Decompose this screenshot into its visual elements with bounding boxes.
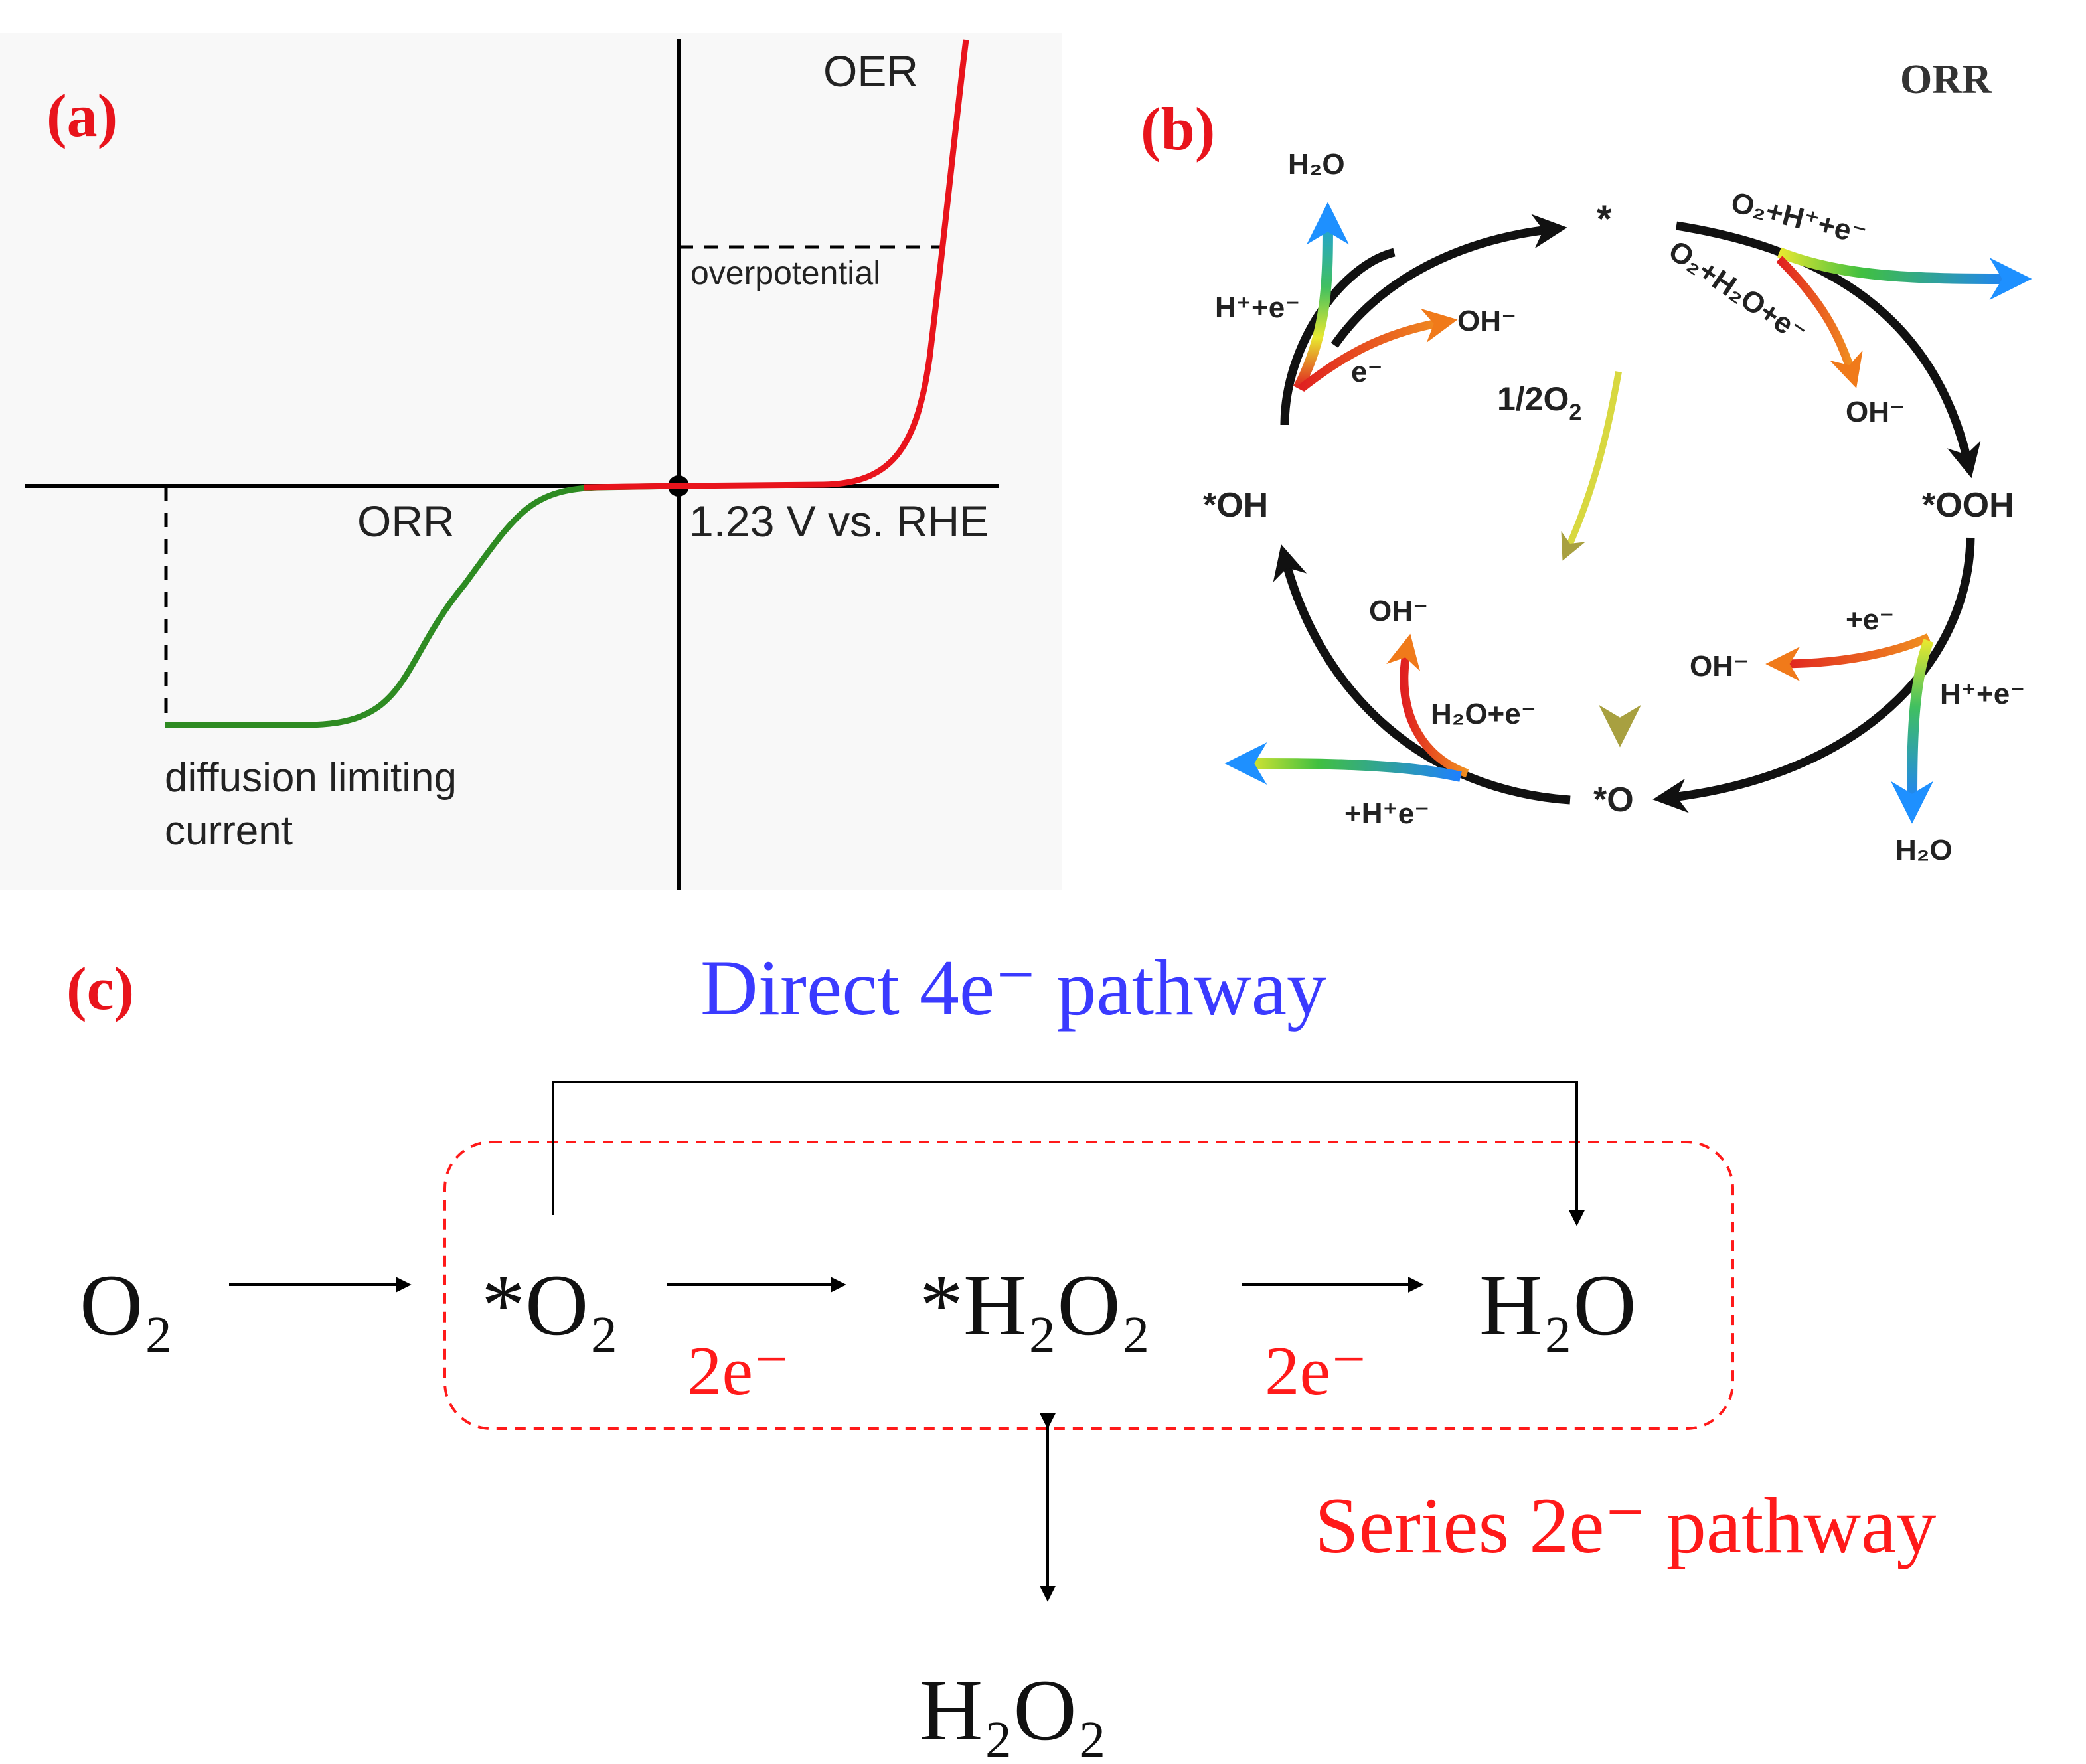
species-adsorbed-h2o2: *H₂O₂ [920, 1256, 1151, 1354]
right-branch-oh [1765, 633, 1931, 681]
right-h2o: H₂O [1895, 834, 1953, 866]
top-left-h-e: H⁺+e⁻ [1215, 291, 1300, 324]
half-o2-branch-arrow [1561, 371, 1622, 561]
direct-pathway-label: Direct 4e⁻ pathway [700, 943, 1326, 1032]
bottom-left-branch-plus [1224, 742, 1462, 785]
panel-a-tag: (a) [46, 82, 118, 149]
right-plus-e: +e⁻ [1846, 603, 1894, 636]
right-branch-h2o [1891, 639, 1934, 824]
top-left-e: e⁻ [1351, 356, 1383, 388]
panel-c: (c) Direct 4e⁻ pathway Series 2e⁻ pathwa… [66, 943, 1936, 1759]
top-left-oh: OH⁻ [1457, 305, 1516, 337]
panel-b-tag: (b) [1141, 95, 1215, 163]
bottom-left-plus-h-e: +H⁺e⁻ [1344, 797, 1429, 830]
series-pathway-label: Series 2e⁻ pathway [1315, 1481, 1936, 1569]
panel-c-tag: (c) [66, 955, 134, 1022]
half-o2-subscript: 2 [1569, 400, 1581, 425]
top-right-branch-2 [1776, 256, 1863, 388]
diffusion-label-line2: current [165, 808, 293, 854]
top-left-branch-h2o [1293, 202, 1349, 391]
series-pathway-box [443, 1141, 1734, 1430]
bottom-left-oh: OH⁻ [1369, 595, 1428, 627]
diffusion-label-line1: diffusion limiting [165, 755, 457, 801]
panel-a: (a) OER ORR overpotential 1.23 V vs. RHE… [0, 33, 1062, 890]
panel-b: (b) ORR * *OOH *O *OH 1/2O2 O₂+H⁺+e⁻ O₂+… [1141, 57, 2032, 866]
top-right-oh: OH⁻ [1846, 396, 1905, 428]
site-star: * [1597, 198, 1612, 241]
bottom-left-h2o-e: H₂O+e⁻ [1431, 698, 1536, 730]
species-oh: *OH [1203, 486, 1268, 524]
cycle-arc-bottom-left [1273, 544, 1571, 805]
species-h2o: H₂O [1479, 1256, 1637, 1354]
direct-pathway-bracket [552, 1081, 1585, 1226]
half-o2-label: 1/2O2 [1497, 380, 1581, 425]
top-left-branch-oh [1298, 308, 1458, 392]
panel-a-background [0, 33, 1062, 890]
species-ooh: *OOH [1922, 486, 2014, 524]
half-o2-base: 1/2O [1497, 380, 1569, 418]
species-adsorbed-o2: *O₂ [481, 1256, 619, 1354]
cycle-arc-bottom-right [1652, 537, 1975, 813]
panel-b-title: ORR [1900, 57, 1992, 102]
top-right-branch-1 [1777, 247, 2032, 300]
oer-label: OER [823, 46, 918, 96]
top-left-h2o: H₂O [1288, 148, 1345, 181]
species-o: *O [1593, 781, 1634, 819]
electrons-step-2: 2e⁻ [1265, 1332, 1368, 1409]
potential-label: 1.23 V vs. RHE [689, 497, 989, 546]
electrons-step-1: 2e⁻ [687, 1332, 790, 1409]
right-h-e: H⁺+e⁻ [1940, 678, 2025, 710]
right-oh: OH⁻ [1690, 650, 1749, 682]
bottom-left-branch-oh [1386, 633, 1469, 778]
species-h2o2: H₂O₂ [920, 1661, 1107, 1759]
orr-curve [165, 483, 679, 728]
overpotential-label: overpotential [690, 254, 880, 291]
oer-curve [584, 39, 969, 491]
cycle-arc-top-right [1675, 221, 1981, 479]
orr-label: ORR [357, 497, 455, 546]
species-o2: O₂ [80, 1256, 173, 1354]
